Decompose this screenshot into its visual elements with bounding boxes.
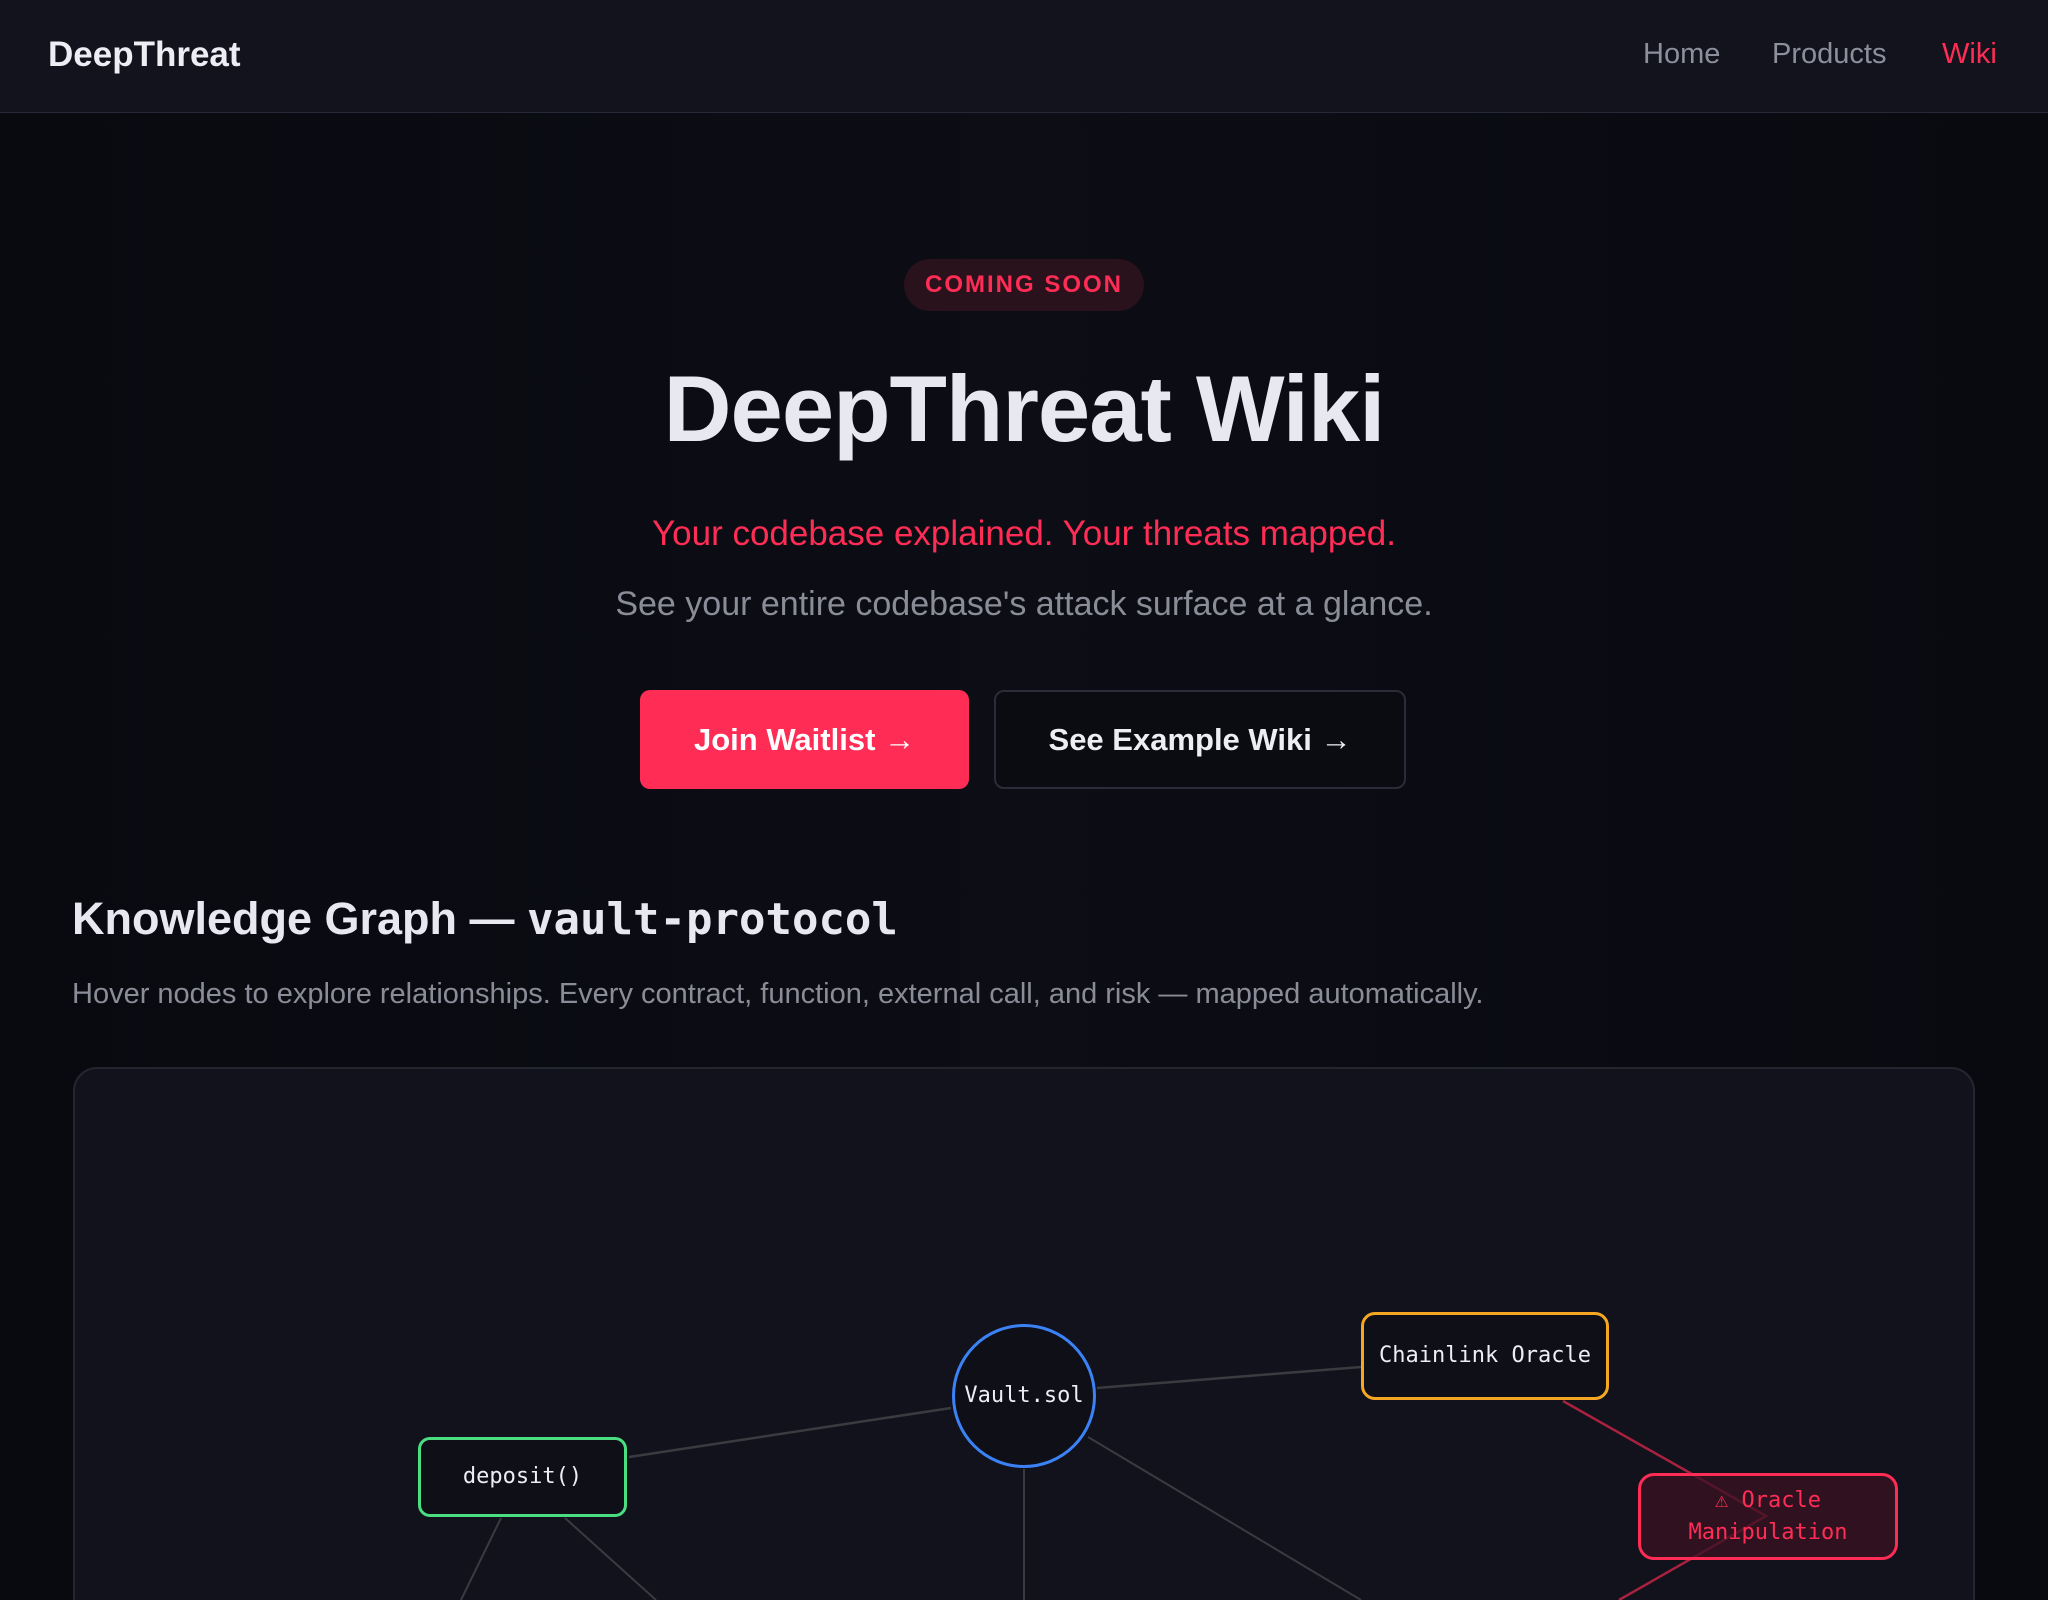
edge-vault-lower-right	[1087, 1436, 1362, 1600]
edge-deposit-down-left	[460, 1517, 502, 1600]
node-deposit-function[interactable]: deposit()	[418, 1437, 627, 1517]
nav-wiki[interactable]: Wiki	[1942, 38, 1997, 70]
logo[interactable]: DeepThreat	[48, 35, 241, 74]
nav-products[interactable]: Products	[1772, 38, 1887, 70]
node-chainlink-oracle[interactable]: Chainlink Oracle	[1361, 1312, 1609, 1400]
graph-heading-text: Knowledge Graph —	[72, 893, 528, 944]
edge-vault-oracle	[1096, 1365, 1362, 1390]
coming-soon-badge: COMING SOON	[904, 259, 1144, 311]
page-title: DeepThreat Wiki	[663, 356, 1386, 461]
tagline: Your codebase explained. Your threats ma…	[652, 514, 1396, 553]
nav-home[interactable]: Home	[1643, 38, 1721, 70]
graph-description: Hover nodes to explore relationships. Ev…	[72, 978, 1484, 1010]
node-vault-contract[interactable]: Vault.sol	[952, 1324, 1096, 1468]
top-nav: DeepThreat Home Products Wiki	[0, 0, 2048, 113]
graph-heading: Knowledge Graph — vault-protocol	[72, 893, 898, 945]
subtitle: See your entire codebase's attack surfac…	[615, 585, 1433, 623]
join-waitlist-button[interactable]: Join Waitlist →	[640, 690, 969, 789]
repo-name: vault-protocol	[527, 894, 898, 945]
edge-deposit-down-right	[564, 1517, 657, 1600]
node-oracle-manipulation-risk[interactable]: ⚠ Oracle Manipulation	[1638, 1473, 1898, 1560]
see-example-wiki-button[interactable]: See Example Wiki →	[994, 690, 1406, 789]
edge-vault-deposit	[628, 1406, 952, 1459]
